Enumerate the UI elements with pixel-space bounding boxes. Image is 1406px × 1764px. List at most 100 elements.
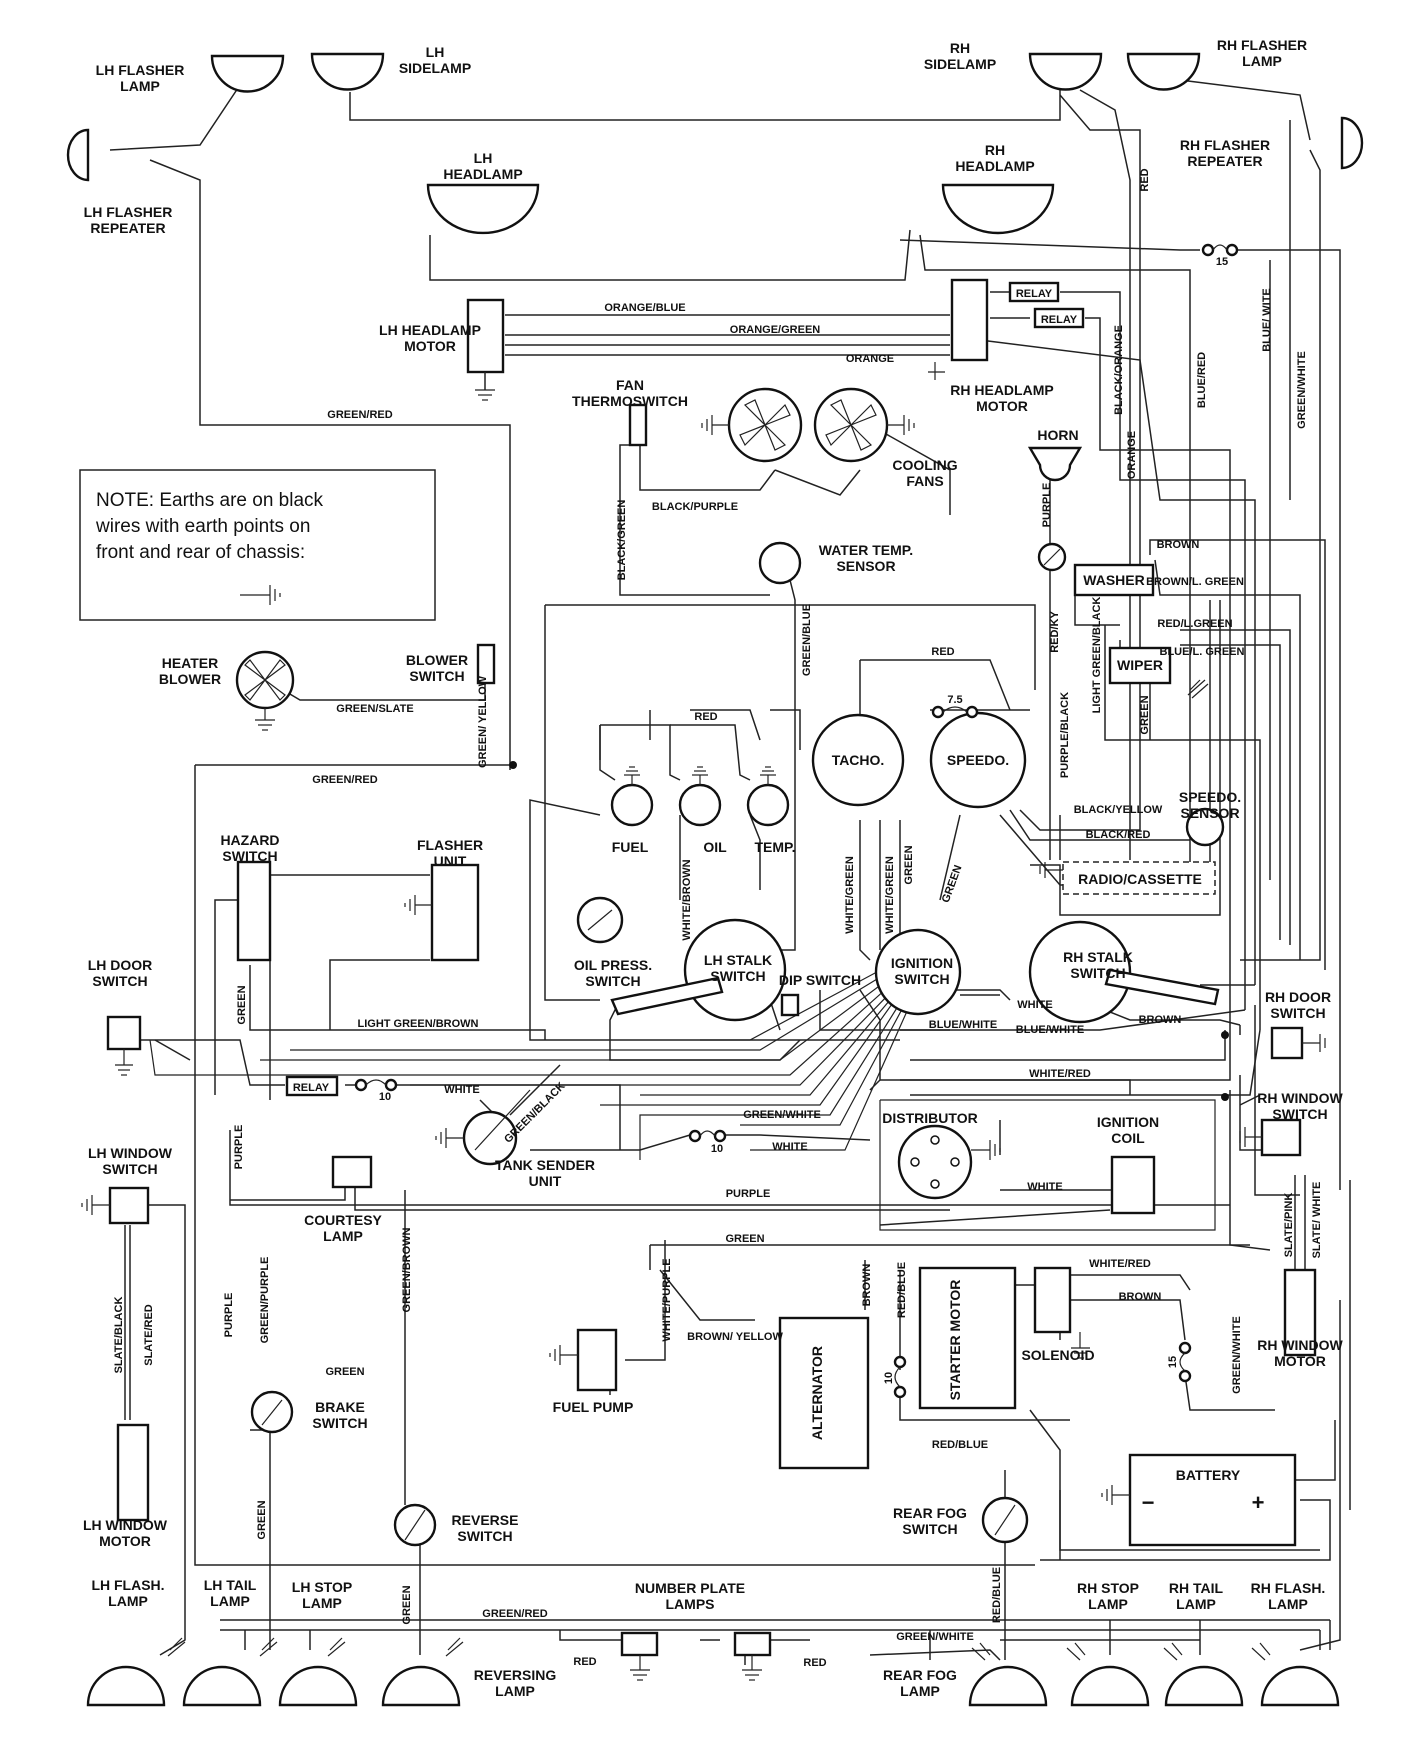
wire-white-red-1: WHITE/RED bbox=[1029, 1068, 1091, 1080]
wire-green-red-bottom: GREEN/RED bbox=[482, 1608, 547, 1620]
wire-slate-white: SLATE/ WHITE bbox=[1311, 1182, 1323, 1259]
fan-thermoswitch-symbol bbox=[628, 403, 648, 447]
wire-blue-white: BLUE/ WITE bbox=[1261, 288, 1273, 352]
wire-brown-rh: BROWN bbox=[1139, 1014, 1182, 1026]
wire-purple-mid: PURPLE bbox=[726, 1188, 771, 1200]
wire-blue-white-2: BLUE/WHITE bbox=[1016, 1024, 1084, 1036]
wire-white-purple: WHITE/PURPLE bbox=[661, 1258, 673, 1341]
reversing-lamp-symbol bbox=[381, 1665, 461, 1707]
wire-blue-white-1: BLUE/WHITE bbox=[929, 1019, 997, 1031]
fuse-10-relay-label: 10 bbox=[379, 1091, 391, 1103]
blower-switch-symbol bbox=[476, 643, 496, 685]
wiper-label: WIPER bbox=[1117, 657, 1163, 673]
wire-green-white-rear: GREEN/WHITE bbox=[896, 1631, 974, 1643]
oil-press-switch-label: OIL PRESS.SWITCH bbox=[574, 957, 652, 989]
water-temp-sensor-symbol bbox=[758, 541, 802, 585]
wire-purple-horn: PURPLE bbox=[1041, 483, 1053, 528]
lh-tail-lamp-symbol bbox=[182, 1665, 262, 1707]
note-line-1: NOTE: Earths are on black bbox=[96, 490, 324, 511]
wire-red-np2: RED bbox=[803, 1657, 826, 1669]
wiper-symbol bbox=[1108, 646, 1172, 685]
fuse-10-relay bbox=[354, 1078, 398, 1092]
rh-sidelamp-symbol bbox=[1028, 52, 1103, 91]
lh-stalk-lever bbox=[610, 976, 724, 1016]
horn-group bbox=[1027, 446, 1083, 572]
note-box bbox=[79, 469, 436, 621]
speedo-sensor-label: SPEEDO.SENSOR bbox=[1179, 789, 1241, 821]
battery-symbol bbox=[1128, 1453, 1297, 1547]
number-plate-lamp-1 bbox=[620, 1631, 659, 1657]
lh-flash-lamp-symbol bbox=[86, 1665, 166, 1707]
wire-green-wiper: GREEN bbox=[1139, 695, 1151, 734]
wire-orange-blue: ORANGE/BLUE bbox=[604, 302, 685, 314]
lh-window-switch-symbol bbox=[108, 1186, 150, 1225]
wire-brown-alt: BROWN bbox=[861, 1264, 873, 1307]
wire-red-right: RED bbox=[1139, 168, 1151, 191]
tacho-label: TACHO. bbox=[832, 752, 885, 768]
wire-red-ky: RED/KY bbox=[1049, 611, 1061, 653]
fuse-15-sol-label: 15 bbox=[1167, 1356, 1179, 1368]
speedo-label: SPEEDO. bbox=[947, 752, 1009, 768]
wire-black-green: BLACK/GREEN bbox=[616, 500, 628, 581]
lh-flash-lamp-label: LH FLASH.LAMP bbox=[91, 1577, 164, 1609]
rh-stalk-switch-symbol bbox=[1028, 920, 1132, 1024]
wire-white-green-v: WHITE/GREEN bbox=[844, 856, 856, 934]
fuel-label: FUEL bbox=[612, 839, 649, 855]
wire-red-blue-1: RED/BLUE bbox=[896, 1262, 908, 1318]
rh-flasher-repeater-symbol bbox=[1340, 116, 1364, 170]
rear-fog-lamp-symbol bbox=[968, 1665, 1048, 1707]
lh-sidelamp-symbol bbox=[310, 52, 385, 91]
distributor-symbol bbox=[897, 1124, 973, 1200]
fuse-10-alt-label: 10 bbox=[883, 1372, 895, 1384]
battery-label: BATTERY bbox=[1176, 1467, 1241, 1483]
wire-orange-vert: ORANGE bbox=[1126, 431, 1138, 479]
instruments bbox=[610, 711, 1225, 895]
relay-box-3 bbox=[285, 1075, 339, 1097]
rh-window-switch-symbol bbox=[1260, 1118, 1302, 1157]
headlamp-motors bbox=[466, 278, 1085, 401]
wire-red-blue-2: RED/BLUE bbox=[932, 1439, 988, 1451]
flasher-unit-symbol bbox=[430, 863, 480, 962]
fuse-10-alt bbox=[893, 1355, 907, 1399]
fuel-pump-label: FUEL PUMP bbox=[553, 1399, 634, 1415]
wire-brown-lgreen: BROWN/L. GREEN bbox=[1146, 576, 1244, 588]
starter-motor-symbol bbox=[918, 1266, 1017, 1410]
ignition-coil-symbol bbox=[1110, 1155, 1156, 1215]
rh-headlamp-symbol bbox=[941, 183, 1055, 235]
starter-motor-label: STARTER MOTOR bbox=[947, 1280, 963, 1401]
fuse-15-top bbox=[1201, 243, 1239, 257]
fuse-15-sol bbox=[1178, 1341, 1192, 1383]
alternator-symbol bbox=[778, 1316, 870, 1470]
wire-blue-lgreen: BLUE/L. GREEN bbox=[1160, 646, 1245, 658]
lh-door-switch-symbol bbox=[106, 1015, 142, 1051]
wire-labels: ORANGE/BLUE ORANGE/GREEN ORANGE GREEN/RE… bbox=[113, 168, 1323, 1669]
fuse-7-5 bbox=[931, 705, 979, 719]
heater bbox=[235, 643, 496, 731]
wire-green-brown: GREEN/BROWN bbox=[401, 1227, 413, 1312]
relay-box-2 bbox=[1033, 307, 1085, 329]
wire-black-orange: BLACK/ORANGE bbox=[1113, 325, 1125, 415]
wire-green-rev: GREEN bbox=[401, 1585, 413, 1624]
alternator-label: ALTERNATOR bbox=[809, 1346, 825, 1440]
wire-green-white-right: GREEN/WHITE bbox=[1231, 1316, 1243, 1394]
relay-label-3: RELAY bbox=[293, 1082, 330, 1094]
wire-white-tank: WHITE bbox=[772, 1141, 807, 1153]
number-plate-lamp-2 bbox=[733, 1631, 772, 1657]
wire-green-mid: GREEN bbox=[725, 1233, 764, 1245]
wire-green-purple: GREEN/PURPLE bbox=[259, 1257, 271, 1344]
fuel-gauge bbox=[610, 783, 654, 827]
